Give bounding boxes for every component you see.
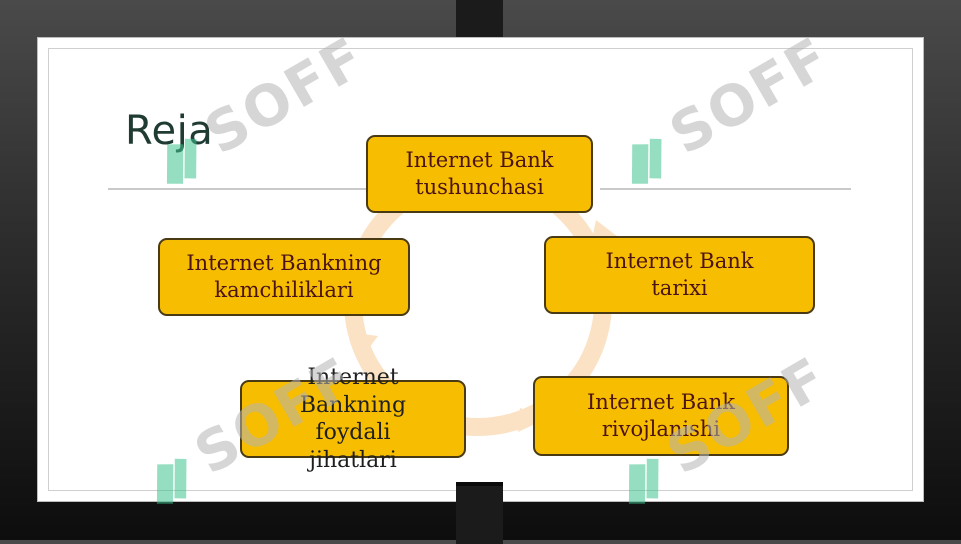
watermark: SOFF: [596, 345, 838, 523]
cycle-arrowhead-left: [348, 332, 378, 360]
watermark: SOFF: [134, 25, 376, 203]
node-internet-bank-tushunchasi: Internet Bank tushunchasi: [366, 135, 593, 213]
soff-logo-icon: [166, 138, 197, 184]
title-rule-right: [600, 188, 851, 190]
node-internet-bank-tarixi: Internet Bank tarixi: [544, 236, 815, 314]
node-internet-bank-rivojlanishi: Internet Bank rivojlanishi: [533, 376, 789, 456]
watermark: SOFF: [599, 25, 841, 203]
node-internet-bankning-kamchiliklari: Internet Bankning kamchiliklari: [158, 238, 410, 316]
watermark: SOFF: [124, 345, 366, 523]
soff-logo-icon: [156, 458, 187, 504]
node-internet-bankning-foydali-jihatlari: Internet Bankning foydali jihatlari: [240, 365, 466, 473]
soff-logo-icon: [628, 458, 659, 504]
bottom-clip: [456, 482, 503, 544]
soff-logo-icon: [631, 138, 662, 184]
title-rule-left: [108, 188, 370, 190]
